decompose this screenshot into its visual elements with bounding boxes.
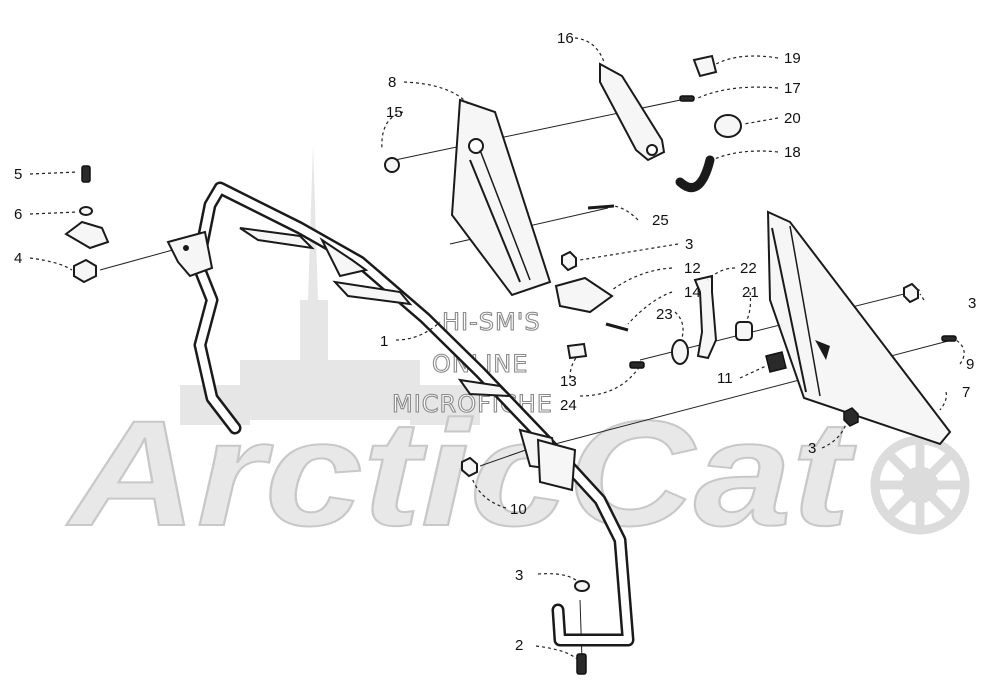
tab-13 (566, 342, 588, 360)
callout-17: 17 (784, 80, 801, 97)
callout-22: 22 (740, 260, 757, 277)
bumper-tube (166, 181, 635, 647)
callout-1: 1 (380, 333, 388, 350)
screw-9 (941, 335, 957, 342)
bumper-21 (735, 321, 753, 341)
callout-19: 19 (784, 50, 801, 67)
bracket-12 (554, 276, 614, 314)
callout-21: 21 (742, 284, 759, 301)
watermark-wheel (870, 435, 970, 535)
callout-24: 24 (560, 397, 577, 414)
callout-3b: 3 (968, 295, 976, 312)
callout-10: 10 (510, 501, 527, 518)
washer-6 (79, 206, 93, 216)
nut-4 (73, 258, 97, 284)
callout-3a: 3 (685, 236, 693, 253)
pin-25 (587, 204, 615, 210)
callout-4: 4 (14, 250, 22, 267)
plate-left (450, 98, 552, 297)
callout-16: 16 (557, 30, 574, 47)
bushing-20 (714, 114, 742, 138)
nut-3-right (903, 282, 919, 304)
nut-10 (461, 456, 478, 478)
callout-8: 8 (388, 74, 396, 91)
callouts: 1 2 3 3 3 3 4 5 6 7 8 9 10 11 12 13 14 1… (14, 30, 976, 654)
latch-22 (693, 274, 718, 360)
callout-18: 18 (784, 144, 801, 161)
watermark-brand: ArcticCat (65, 389, 857, 557)
callout-3c: 3 (808, 440, 816, 457)
callout-5: 5 (14, 166, 22, 183)
watermark: ArcticCat HI-SM'S ONLINE MICROFICHE (64, 145, 970, 558)
callout-2: 2 (515, 637, 523, 654)
bolt-2 (576, 653, 587, 675)
callout-23: 23 (656, 306, 673, 323)
nut-3-lower-right (843, 407, 859, 427)
callout-25: 25 (652, 212, 669, 229)
clip-19 (692, 54, 718, 78)
bolt-5 (81, 165, 91, 183)
screw-24 (629, 361, 645, 369)
callout-6: 6 (14, 206, 22, 223)
washer-23 (671, 339, 689, 365)
clip-11 (765, 351, 787, 373)
grommet-15 (384, 157, 400, 173)
callout-14: 14 (684, 284, 701, 301)
watermark-line-1: HI-SM'S (442, 308, 541, 336)
callout-11: 11 (717, 370, 733, 387)
nut-3-upper (561, 250, 577, 272)
callout-13: 13 (560, 373, 577, 390)
hose-18 (675, 155, 715, 192)
callout-15: 15 (386, 104, 403, 121)
watermark-spire (180, 145, 480, 425)
nut-3-bottom (574, 580, 590, 592)
leader-lines (29, 37, 965, 661)
clip-14 (605, 322, 629, 332)
callout-20: 20 (784, 110, 801, 127)
callout-7: 7 (962, 384, 970, 401)
hardware (64, 54, 957, 675)
bracket-arm (599, 62, 666, 162)
callout-9: 9 (966, 356, 974, 373)
clamp-piece (64, 220, 110, 250)
screw-17 (679, 95, 695, 102)
callout-3d: 3 (515, 567, 523, 584)
plate-right (766, 210, 952, 446)
callout-12: 12 (684, 260, 701, 277)
